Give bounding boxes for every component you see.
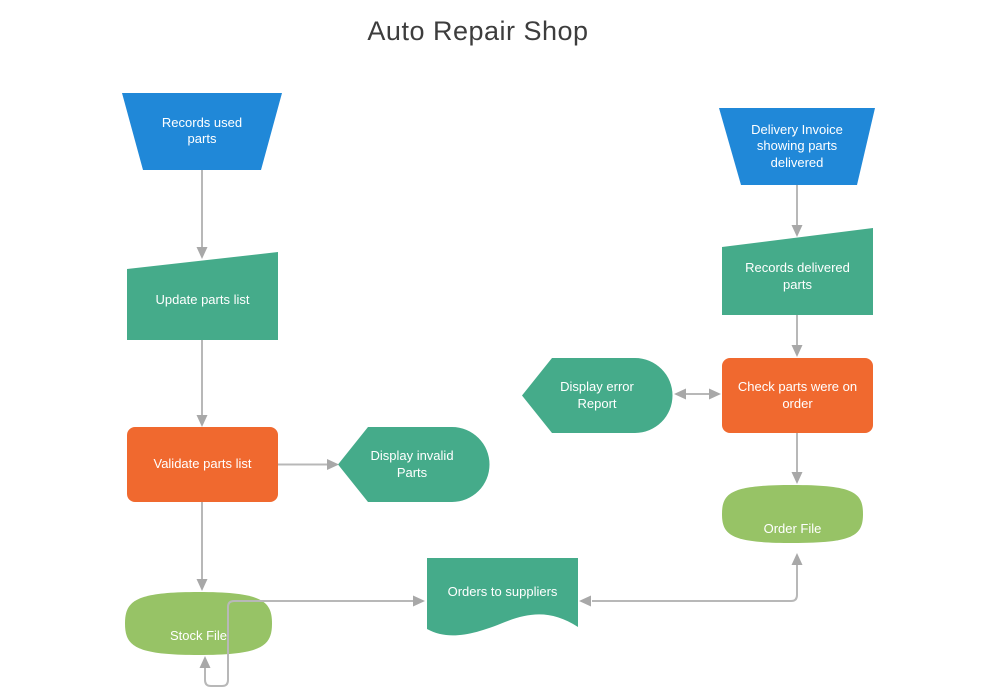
node-shape-orders-to-suppliers xyxy=(427,558,578,636)
node-shape-records-delivered-parts xyxy=(722,228,873,315)
arrowhead-right-into-display-invalid xyxy=(327,459,339,470)
arrowhead-down-into-validate xyxy=(196,415,208,427)
arrowhead-down-into-check xyxy=(791,345,803,357)
arrowhead-right-into-check xyxy=(709,388,721,400)
node-shape-delivery-invoice xyxy=(719,108,875,185)
arrowhead-up-into-order-file xyxy=(791,553,803,565)
arrowhead-down-into-order-file xyxy=(791,472,803,484)
arrowhead-left-into-orders-to-suppliers xyxy=(579,595,591,607)
connector-order-file-to-orders xyxy=(592,564,798,602)
node-shape-display-error-report xyxy=(522,358,673,433)
node-shape-validate-parts-list xyxy=(127,427,278,502)
diagram-title: Auto Repair Shop xyxy=(367,16,589,46)
arrowhead-down-into-stock-file xyxy=(196,579,208,591)
node-shape-update-parts-list xyxy=(127,252,278,340)
node-shape-display-invalid-parts xyxy=(338,427,490,502)
node-shape-records-used-parts xyxy=(122,93,282,170)
node-shape-order-file xyxy=(722,485,863,543)
arrowhead-up-into-stock-file-loop xyxy=(199,656,211,668)
arrowhead-right-into-orders-to-suppliers xyxy=(413,595,425,607)
connector-stock-file-loop-and-orders xyxy=(204,600,414,687)
node-shape-stock-file xyxy=(125,592,272,655)
arrowhead-left-into-display-error xyxy=(674,388,686,400)
arrowhead-down-into-records-delivered xyxy=(791,225,803,237)
node-shape-check-parts-on-order xyxy=(722,358,873,433)
arrowhead-down-into-update xyxy=(196,247,208,259)
